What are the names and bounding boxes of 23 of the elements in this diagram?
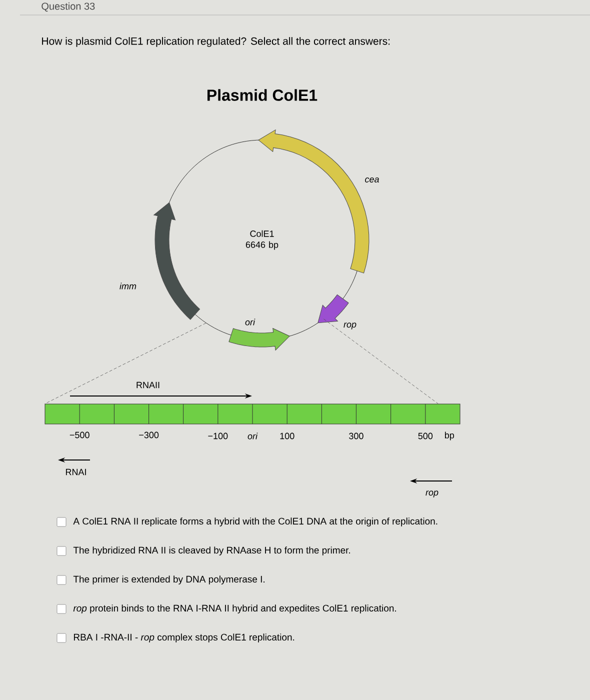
question-number: Question 33 bbox=[42, 2, 95, 12]
answer-option: rop protein binds to the RNA I-RNA II hybrid and expedites ColE1 replication. bbox=[73, 604, 396, 614]
answer-option: RBA I -RNA-II - rop complex stops ColE1 replication. bbox=[74, 634, 294, 642]
sequence-bar bbox=[44, 404, 460, 424]
tick-label: −100 bbox=[208, 432, 228, 440]
leader-line bbox=[44, 322, 206, 404]
tick-label: 300 bbox=[349, 432, 364, 440]
answer-option: A ColE1 RNA II replicate forms a hybrid with the ColE1 DNA at the origin of replication. bbox=[73, 518, 438, 526]
arrow-label: rop bbox=[426, 490, 438, 498]
answer-option: The primer is extended by DNA polymerase I. bbox=[73, 576, 264, 584]
gene-label: imm bbox=[120, 282, 136, 290]
gene-label: ori bbox=[245, 318, 256, 326]
tick-label: ori bbox=[248, 432, 258, 440]
answer-option: The hybridized RNA II is cleaved by RNAase H to form the primer. bbox=[73, 546, 350, 556]
gene-label: cea bbox=[365, 178, 379, 182]
gene-label: rop bbox=[344, 322, 356, 330]
tick-label: 500 bbox=[418, 432, 433, 440]
title: Plasmid ColE1 bbox=[208, 89, 318, 101]
arrow-label: RNAII bbox=[136, 382, 160, 388]
question-text: How is plasmid ColE1 replication regulated? Select all the correct answers: bbox=[42, 37, 390, 47]
arrow-label: RNAI bbox=[66, 468, 86, 476]
tick-label: 100 bbox=[280, 432, 294, 440]
leader-line bbox=[324, 318, 438, 404]
